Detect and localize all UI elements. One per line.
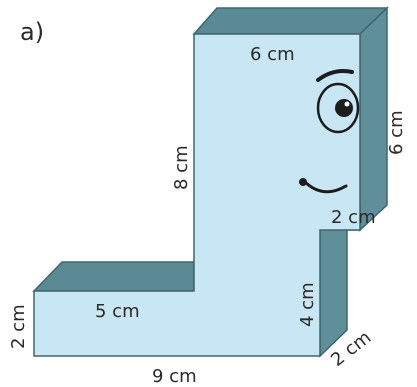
label-lower-top-width: 5 cm	[95, 301, 140, 322]
label-left-end-height: 2 cm	[8, 304, 29, 349]
eye-outline-icon	[316, 82, 360, 134]
upper-right-face	[359, 6, 388, 232]
label-bottom-width: 9 cm	[152, 366, 197, 387]
label-left-height: 8 cm	[171, 145, 192, 190]
label-upper-step-depth: 2 cm	[331, 207, 376, 228]
upper-top-face	[192, 7, 389, 35]
eye-pupil-icon	[335, 99, 353, 117]
smile-dimple-icon	[299, 178, 307, 186]
part-label: a)	[20, 18, 44, 46]
label-lower-right-height: 4 cm	[297, 282, 318, 327]
front-face	[33, 33, 361, 357]
eye-highlight-icon	[344, 101, 350, 107]
eyebrow-icon	[316, 69, 354, 82]
label-right-height: 6 cm	[386, 110, 407, 155]
label-top-width: 6 cm	[250, 44, 295, 65]
lower-top-face	[32, 261, 195, 292]
